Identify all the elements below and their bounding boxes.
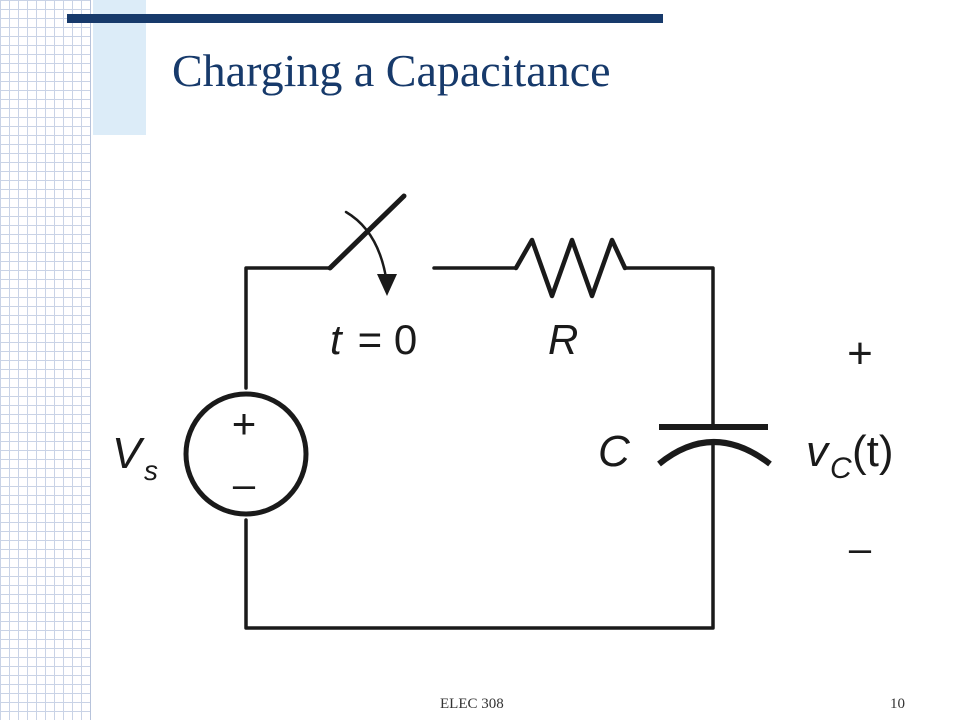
slide-title: Charging a Capacitance (172, 45, 611, 96)
source-minus-sign: – (233, 463, 256, 507)
switch-arrow-arc (344, 210, 389, 286)
left-grid-decoration (0, 0, 91, 720)
source-label-v: V (112, 429, 145, 478)
capacitor-label: C (598, 427, 631, 476)
source-label-sub: s (144, 455, 158, 486)
switch-arrow-head (377, 274, 397, 296)
wire-bottom-loop (244, 442, 715, 630)
resistor-symbol (513, 237, 628, 299)
vc-label-args: (t) (852, 427, 894, 476)
wire-left-top (244, 266, 332, 390)
vc-plus-sign: + (847, 329, 873, 378)
voltage-source-circle (183, 391, 309, 517)
footer-course-code: ELEC 308 (440, 696, 504, 712)
switch-time-rest: = 0 (346, 316, 417, 363)
vc-minus-sign: – (849, 527, 872, 571)
vc-label-sub: C (830, 452, 852, 485)
footer-page-number: 10 (890, 696, 905, 712)
title-accent-bar (67, 14, 663, 23)
wire-right-top (623, 266, 715, 429)
switch-time-var: t (330, 316, 344, 363)
vc-label-var: v (806, 427, 831, 476)
source-plus-sign: + (232, 400, 257, 447)
capacitor-bottom-plate (657, 439, 772, 467)
resistor-label: R (548, 316, 578, 363)
